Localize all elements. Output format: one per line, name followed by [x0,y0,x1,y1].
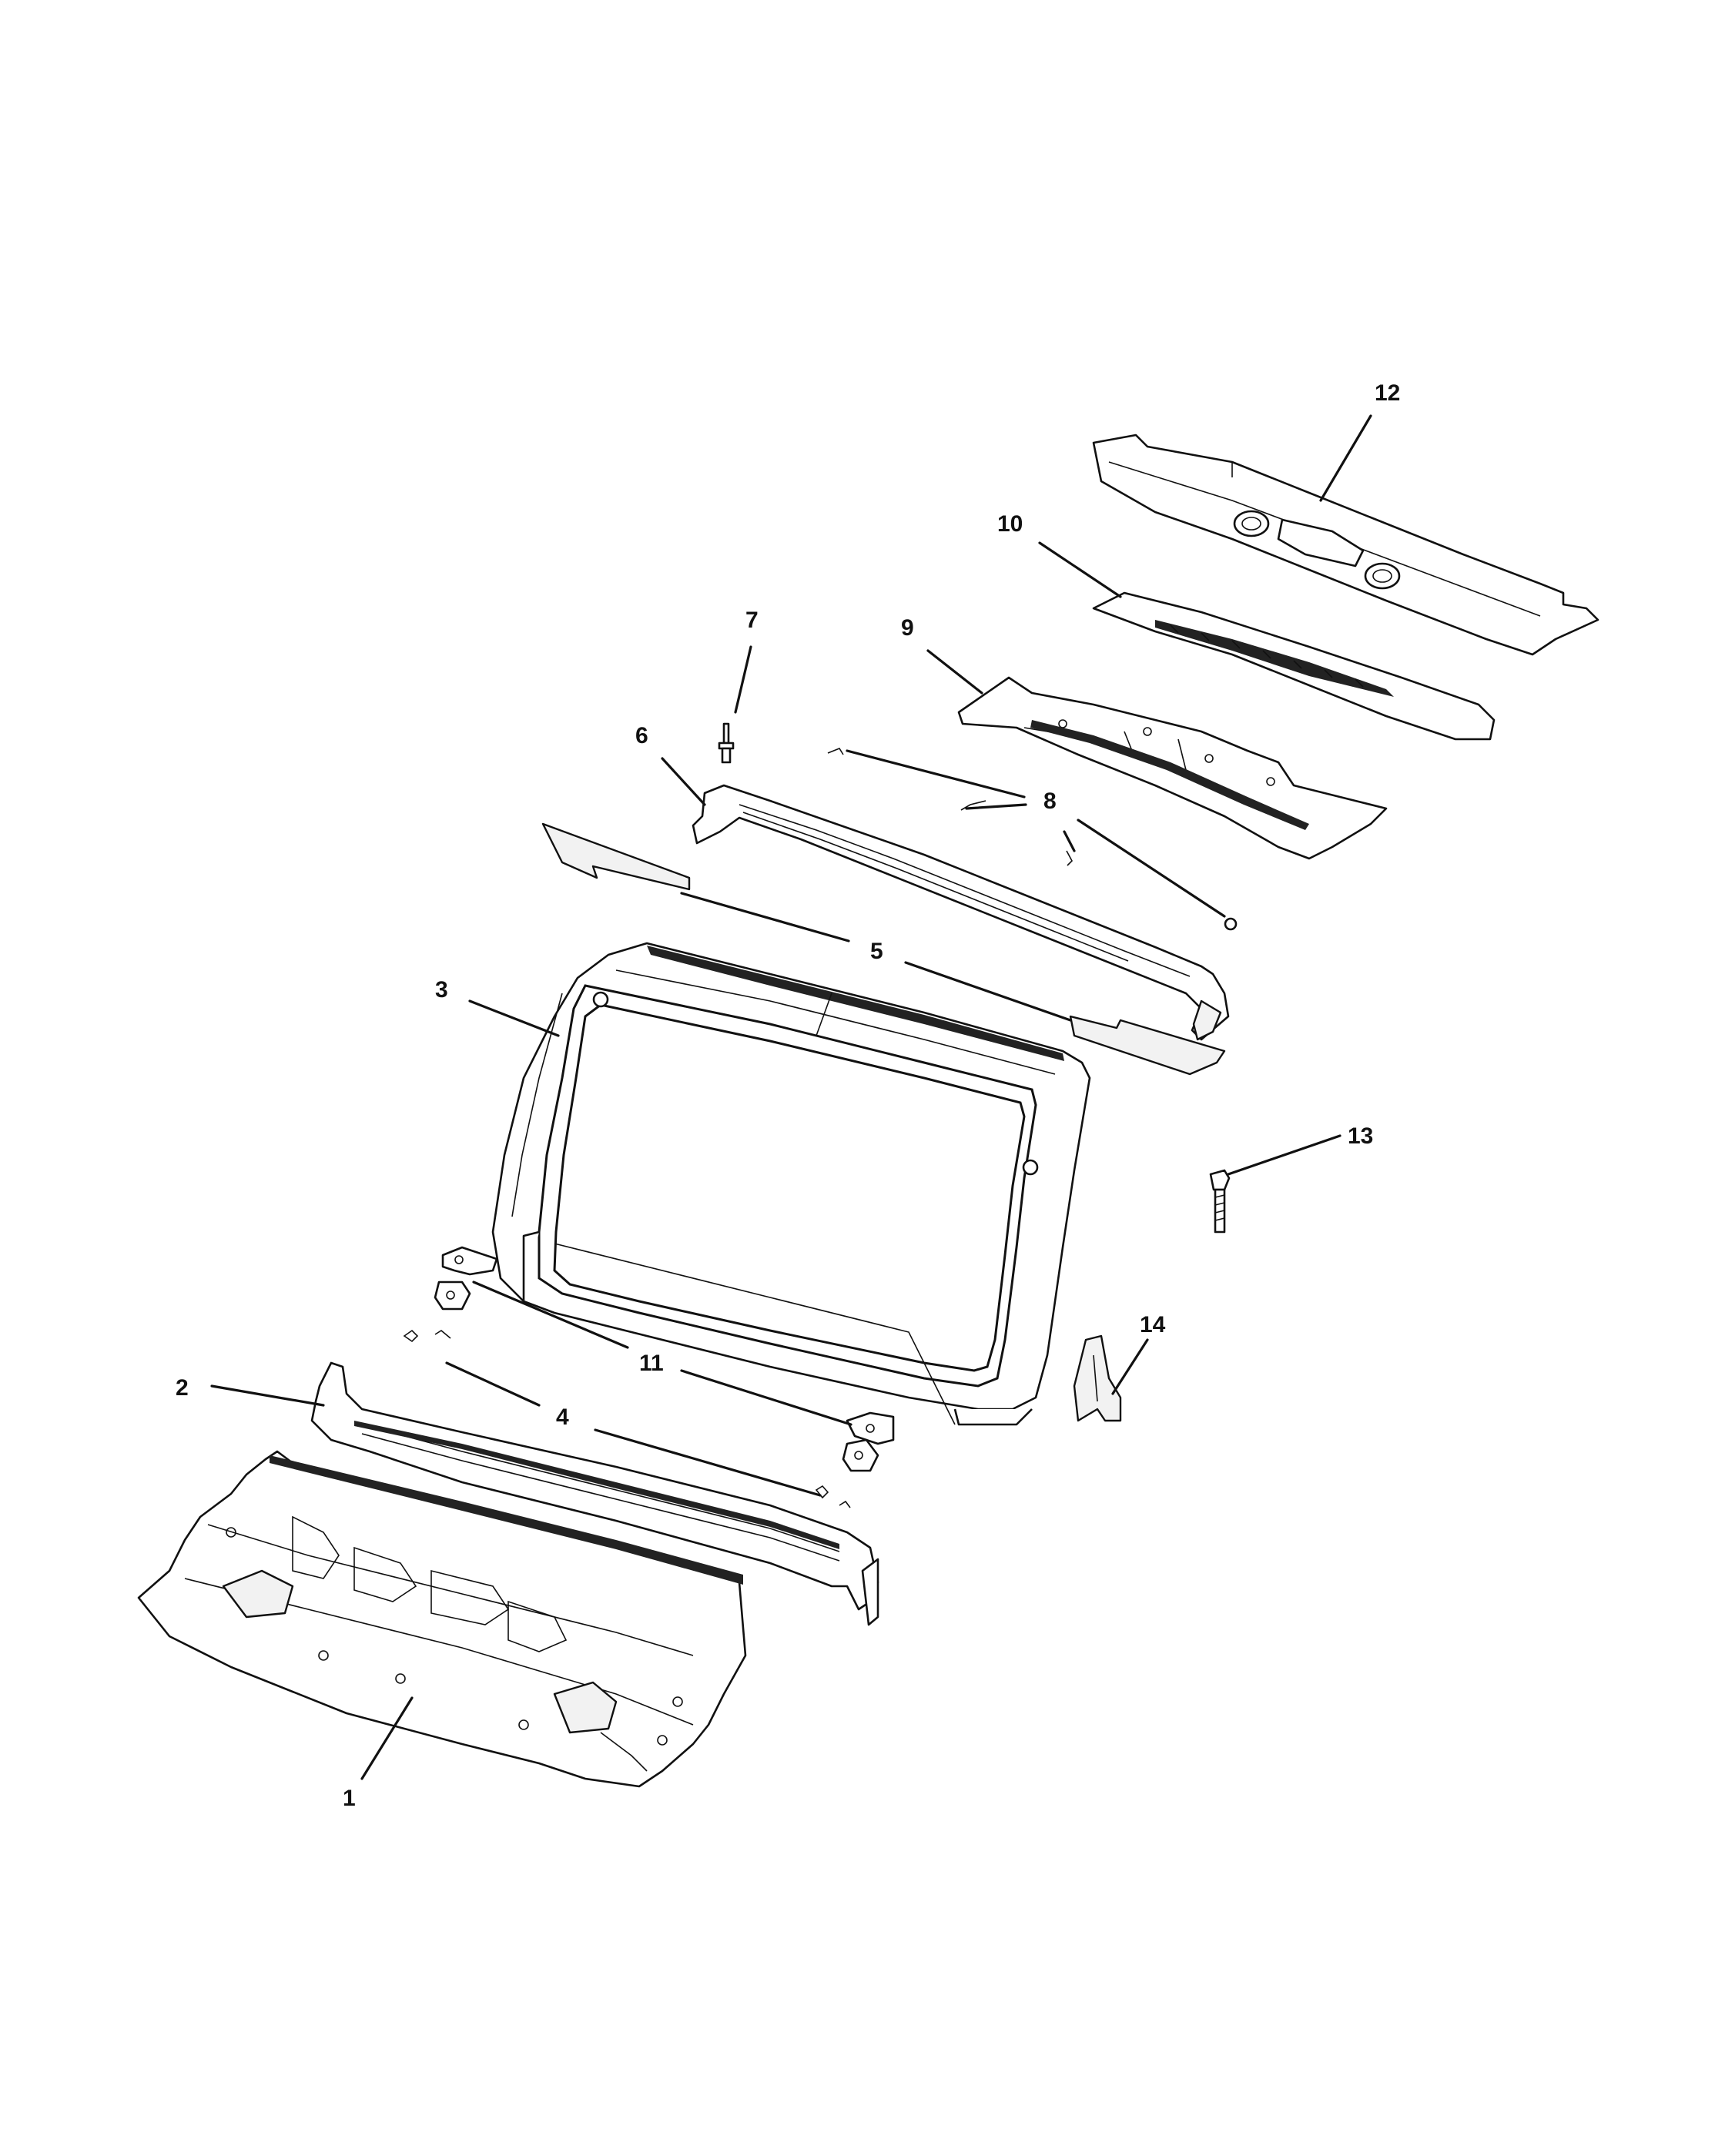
part-6-header-rail [692,784,1230,1041]
callout-2: 2 [176,1375,189,1401]
leader-4b [594,1428,822,1497]
part-3-windshield-frame [491,942,1091,1426]
callout-10: 10 [997,511,1023,537]
leader-7 [734,645,752,714]
leader-12 [1319,414,1372,502]
leader-8a [846,749,1026,798]
callout-8: 8 [1043,788,1057,814]
leader-1 [360,1696,414,1780]
leader-8d [1077,819,1226,918]
part-11-hinge-left [434,1246,498,1311]
leader-4a [445,1361,541,1407]
part-9-header-reinforcement [957,676,1388,860]
part-5-strip-left [541,822,691,891]
leader-9 [926,649,983,695]
part-8-clips [827,748,1238,931]
callout-5: 5 [870,939,883,964]
part-10-header-seal [1092,591,1496,741]
part-14-pillar-bracket [1073,1334,1122,1422]
callout-labels: 1 2 3 4 5 6 7 8 9 10 11 12 13 14 [176,380,1400,1811]
callout-6: 6 [635,723,648,748]
leader-13 [1227,1134,1341,1176]
leader-5b [904,961,1072,1022]
leader-8c [1063,830,1076,852]
leader-11b [680,1369,852,1426]
callout-13: 13 [1348,1123,1373,1149]
part-2-cowl-rail [310,1361,879,1626]
leader-11a [472,1281,629,1349]
callout-9: 9 [901,615,914,641]
part-11-hinge-right [842,1411,895,1472]
callout-14: 14 [1140,1312,1166,1337]
callout-11: 11 [639,1351,664,1376]
leader-lines [210,414,1372,1780]
leader-2 [210,1384,325,1407]
part-12-roof-header-panel [1092,434,1599,656]
callout-4: 4 [556,1404,569,1430]
part-7-stud [718,722,735,764]
leader-6 [661,757,706,806]
part-1-cowl-panel [137,1450,747,1788]
part-5-strip-right [1069,1015,1226,1076]
leader-14 [1111,1338,1149,1395]
leader-3 [468,999,560,1037]
callout-12: 12 [1375,380,1400,406]
callout-3: 3 [435,977,448,1003]
callout-7: 7 [745,608,759,633]
part-4-fasteners [403,1329,851,1508]
callout-1: 1 [343,1786,356,1811]
leader-8b [965,803,1027,810]
leader-10 [1038,541,1122,598]
leader-5a [680,892,850,942]
part-13-bolt [1209,1169,1231,1234]
